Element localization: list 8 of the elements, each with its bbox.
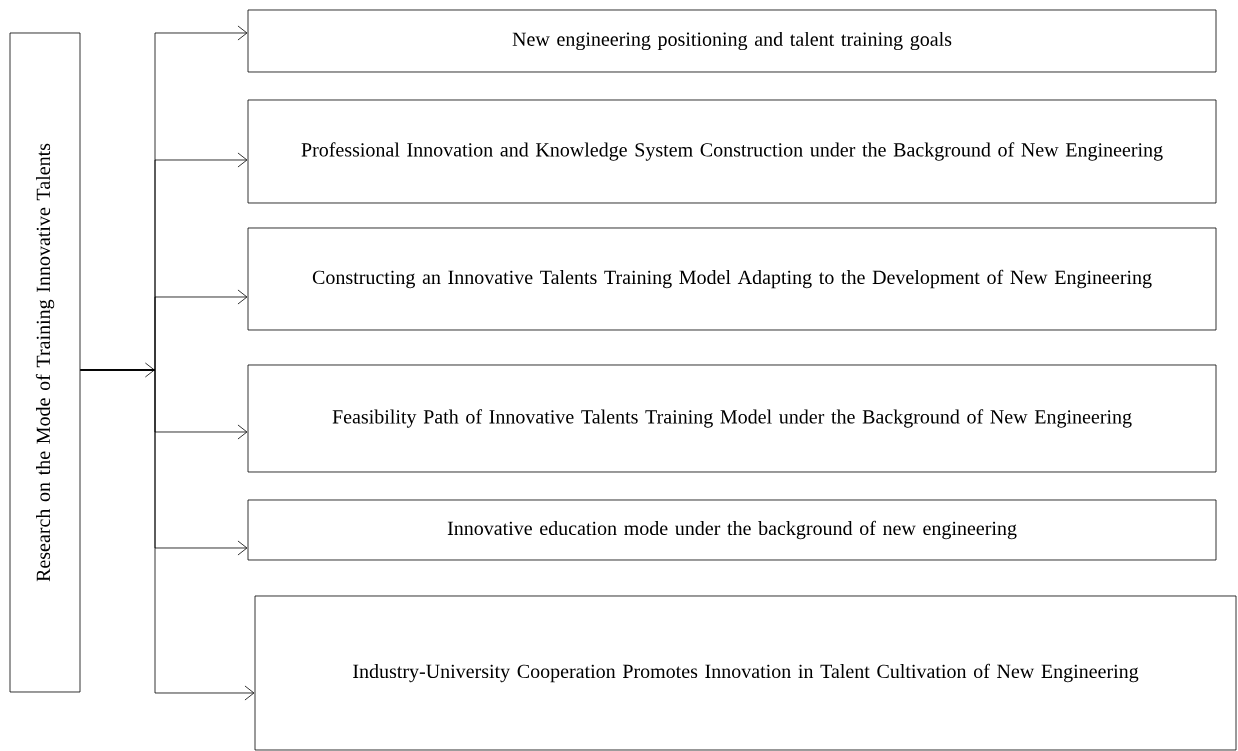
topic-box: Innovative education mode under the background of new engineering — [247, 499, 1217, 561]
topic-box: Professional Innovation and Knowledge System Construction under the Background of New Engineering — [247, 99, 1217, 204]
topic-box: New engineering positioning and talent training goals — [247, 9, 1217, 73]
topic-box: Constructing an Innovative Talents Training Model Adapting to the Development of New Engineering — [247, 227, 1217, 331]
title-box: Research on the Mode of Training Innovative Talents — [9, 32, 81, 693]
topic-box: Industry-University Cooperation Promotes Innovation in Talent Cultivation of New Engineering — [254, 595, 1237, 751]
arrow — [80, 369, 255, 701]
topic-box: Feasibility Path of Innovative Talents Training Model under the Background of New Engineering — [247, 364, 1217, 473]
